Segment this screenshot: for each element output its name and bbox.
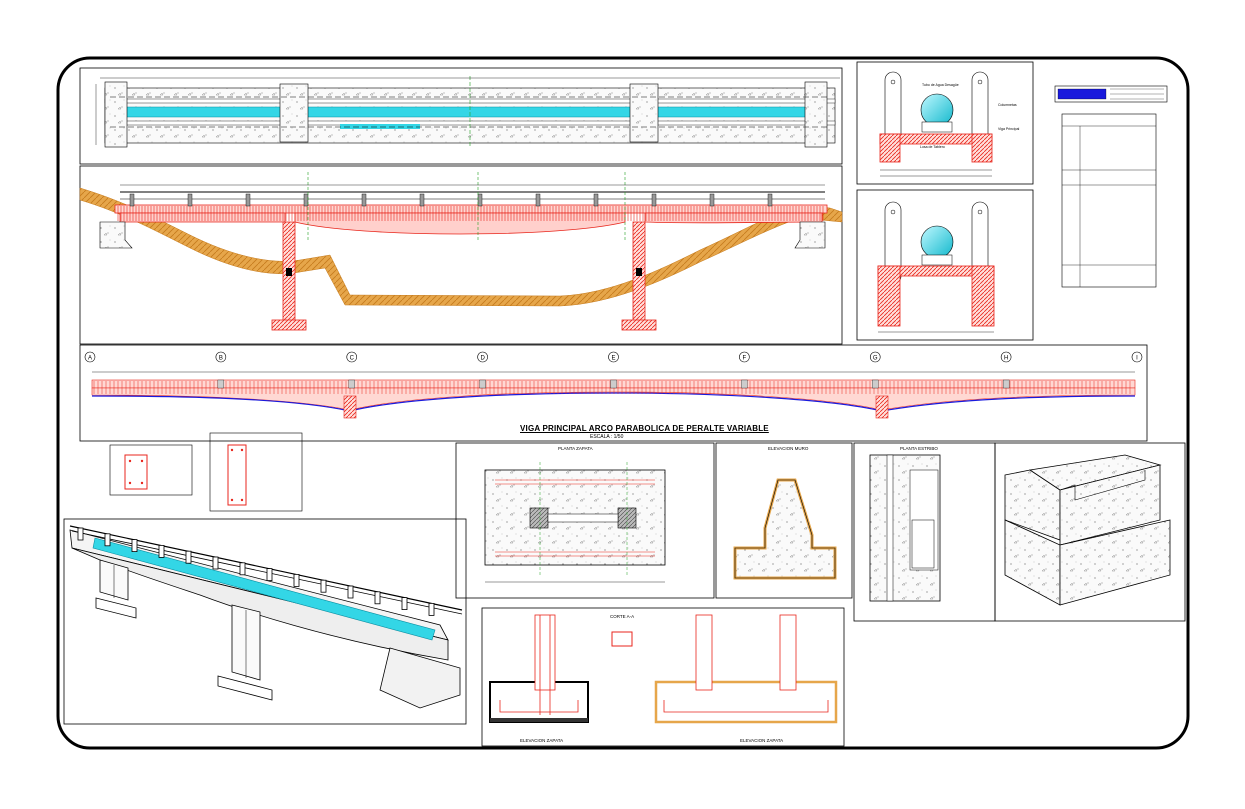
- section-detail-2: [209, 432, 303, 512]
- sheet-border: [56, 56, 1190, 750]
- bridge-elevation: [79, 165, 843, 345]
- axis-bubble-d: D: [477, 351, 488, 389]
- label-losa: Losa de Tablero: [920, 145, 945, 149]
- label-tubo-agua: Tubo de Agua Desagüe: [922, 83, 959, 87]
- axis-bubble-h: H: [1000, 351, 1012, 389]
- cross-section-1: [856, 61, 1034, 185]
- caption-planta-zapata: PLANTA ZAPATA: [558, 446, 593, 451]
- bridge-3d-view: [63, 518, 467, 725]
- svg-text:D: D: [480, 356, 485, 362]
- svg-text:H: H: [1004, 356, 1008, 362]
- footing-plan: [455, 442, 715, 599]
- axis-bubble-a: A: [84, 351, 96, 363]
- main-girder-title: VIGA PRINCIPAL ARCO PARABOLICA DE PERALT…: [520, 424, 769, 433]
- label-columnetas: Columnetas: [998, 103, 1017, 107]
- axis-bubble-f: F: [739, 351, 750, 389]
- section-detail-1: [109, 444, 193, 496]
- axis-bubble-c: C: [346, 351, 358, 389]
- svg-text:I: I: [1136, 356, 1138, 362]
- caption-planta-estribo: PLANTA ESTRIBO: [900, 446, 938, 451]
- svg-text:E: E: [611, 356, 615, 362]
- cross-section-2: [856, 189, 1034, 341]
- caption-elevacion-zapata-2: ELEVACION ZAPATA: [740, 738, 783, 743]
- footing-elevation: [481, 607, 845, 747]
- svg-text:F: F: [743, 356, 747, 362]
- plan-view: [79, 67, 843, 165]
- abutment-3d: [994, 442, 1186, 622]
- abutment-plan: [853, 442, 996, 622]
- main-girder-elevation: A B C D E F G H I: [79, 344, 1148, 442]
- main-girder-scale: ESCALA : 1/50: [590, 434, 624, 440]
- axis-bubble-e: E: [608, 351, 619, 389]
- wall-elevation: [715, 442, 853, 599]
- axis-bubble-i: I: [1131, 351, 1143, 363]
- svg-text:C: C: [350, 356, 355, 362]
- label-viga-principal: Viga Principal: [998, 127, 1020, 131]
- svg-text:B: B: [219, 356, 223, 362]
- caption-elevacion-muro: ELEVACION MURO: [768, 446, 809, 451]
- title-block: [1054, 85, 1168, 288]
- svg-text:A: A: [88, 356, 92, 362]
- caption-elevacion-zapata-1: ELEVACION ZAPATA: [520, 738, 563, 743]
- svg-text:G: G: [873, 356, 878, 362]
- axis-bubble-g: G: [869, 351, 881, 389]
- caption-corte: CORTE A-A: [610, 614, 634, 619]
- axis-bubble-b: B: [215, 351, 227, 389]
